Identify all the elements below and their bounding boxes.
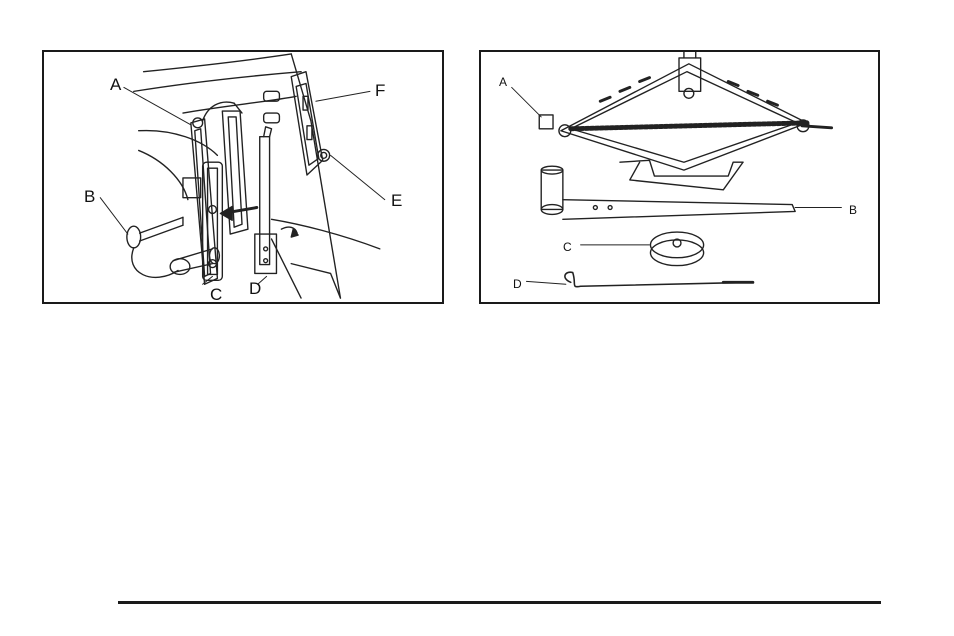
callout-c: C [563, 241, 572, 253]
callout-e: E [391, 192, 402, 209]
callout-b: B [84, 188, 95, 205]
jack-tools-drawing [481, 52, 878, 302]
jack-tools-illustration: A B C D [479, 50, 880, 304]
footer-rule [118, 601, 881, 604]
callout-a: A [499, 76, 507, 88]
callout-b: B [849, 204, 857, 216]
callout-a: A [110, 76, 121, 93]
callout-d: D [249, 280, 261, 297]
callout-c: C [210, 286, 222, 303]
callout-d: D [513, 278, 522, 290]
callout-f: F [375, 82, 385, 99]
jack-stowage-illustration: A B C D E F [42, 50, 444, 304]
